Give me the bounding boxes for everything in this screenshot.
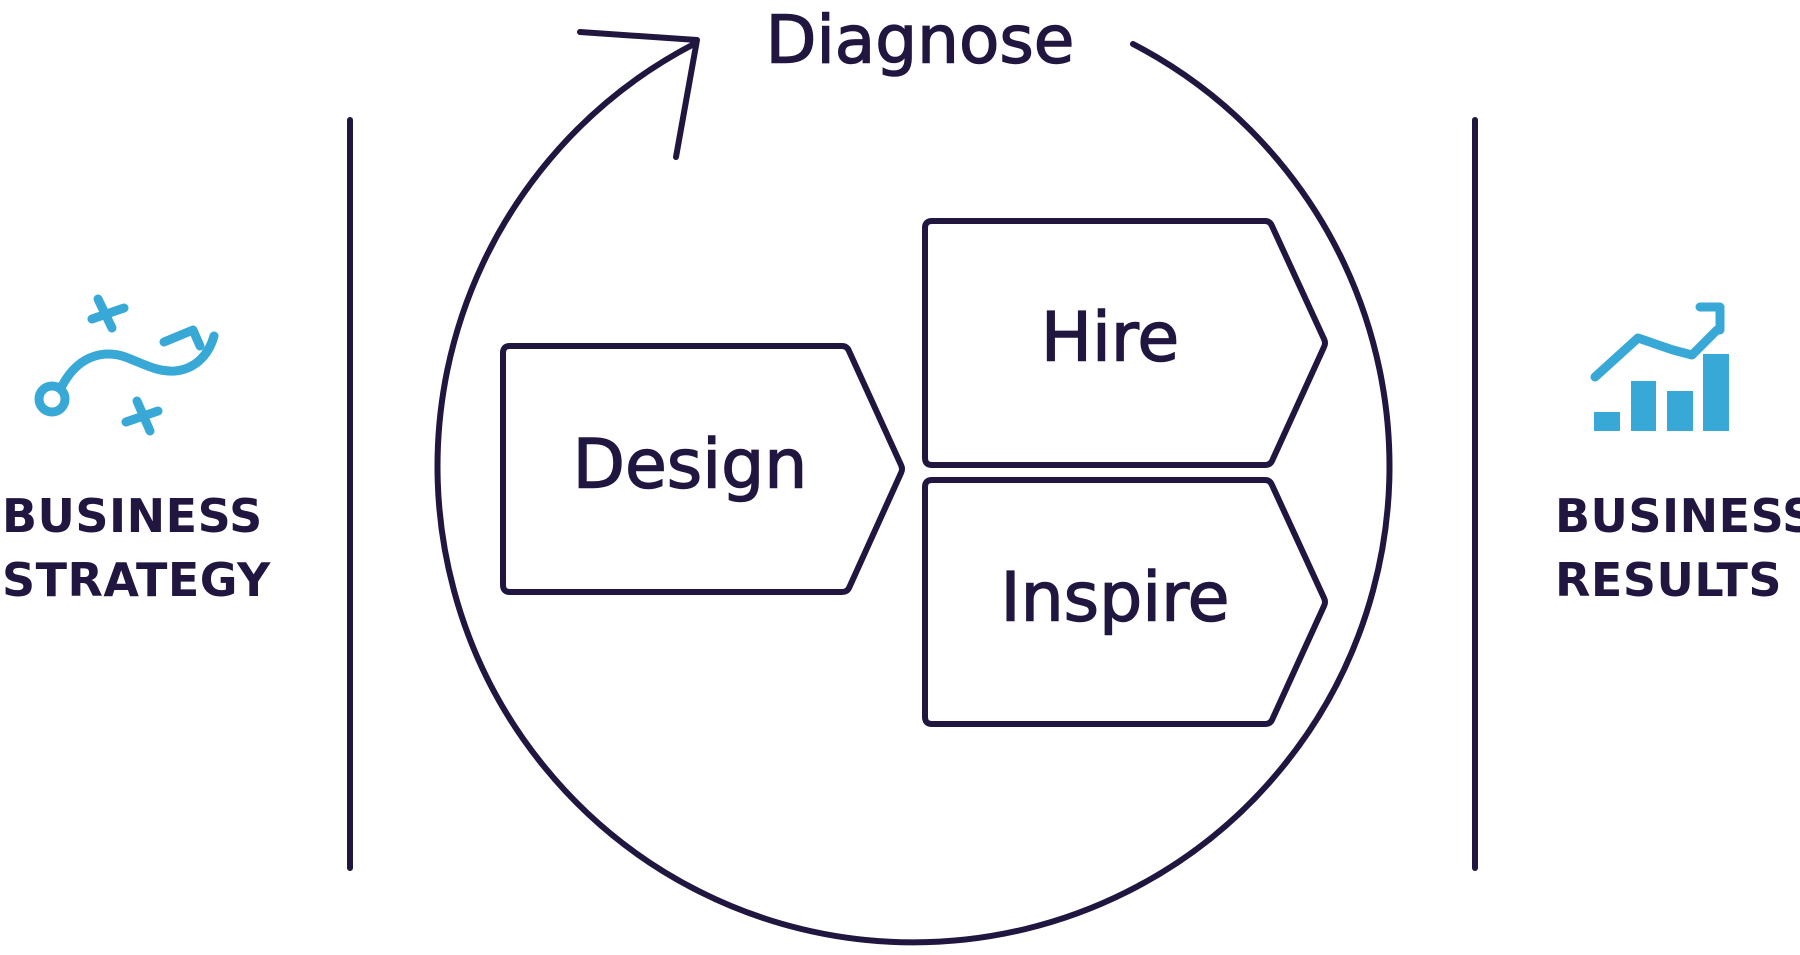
- business-results-line1: BUSINESS: [1555, 489, 1800, 543]
- business-strategy-label: BUSINESS STRATEGY: [2, 484, 271, 612]
- hire-label: Hire: [1040, 298, 1180, 378]
- design-label: Design: [572, 425, 808, 505]
- cycle-arc: [434, 41, 1393, 946]
- business-strategy-line1: BUSINESS: [2, 489, 263, 543]
- design-box: [500, 343, 905, 595]
- inspire-box: [922, 477, 1328, 727]
- cycle-title: Diagnose: [765, 1, 1075, 79]
- strategy-playbook-icon: [34, 294, 219, 436]
- business-results-label: BUSINESS RESULTS: [1555, 484, 1800, 612]
- business-strategy-line2: STRATEGY: [2, 553, 271, 607]
- growth-chart-icon: [1590, 302, 1729, 431]
- business-results-line2: RESULTS: [1555, 553, 1783, 607]
- cycle-arrowhead: [577, 29, 700, 160]
- hire-box: [922, 218, 1328, 468]
- inspire-label: Inspire: [1000, 558, 1230, 638]
